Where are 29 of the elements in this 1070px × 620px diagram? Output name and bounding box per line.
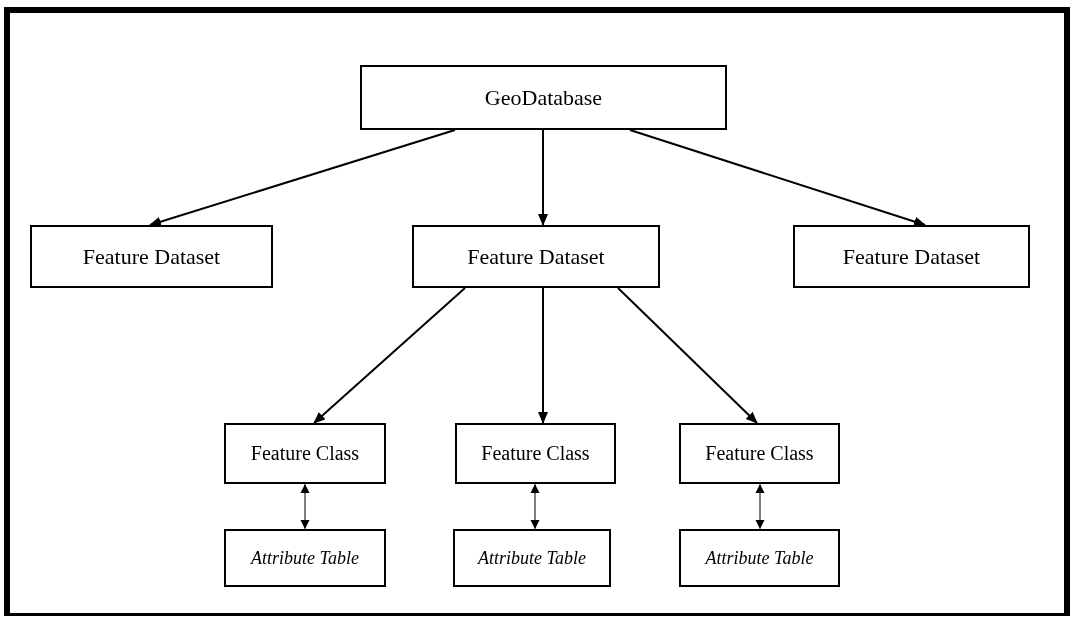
class-box [455, 423, 616, 484]
node-label: Feature Dataset [467, 243, 605, 270]
arrow [617, 287, 758, 424]
table-box [679, 529, 840, 587]
class-box [224, 423, 386, 484]
arrow [313, 287, 466, 424]
root-box [360, 65, 727, 130]
node-label: Attribute Table [251, 547, 359, 569]
dataset-box [412, 225, 660, 288]
arrow [629, 129, 926, 227]
node-label: Feature Class [250, 442, 360, 465]
arrow [538, 287, 548, 424]
dataset-box [30, 225, 273, 288]
node-label: GeoDatabase [484, 84, 603, 111]
class-box [679, 423, 840, 484]
arrow [300, 483, 310, 530]
dataset-box [793, 225, 1030, 288]
node-label: Feature Class [481, 442, 590, 465]
arrow [538, 129, 548, 226]
arrow [755, 483, 765, 530]
arrow [149, 129, 456, 227]
arrow [530, 483, 540, 530]
node-label: Feature Dataset [82, 243, 221, 270]
table-box [224, 529, 386, 587]
node-label: Feature Class [705, 442, 814, 465]
node-label: Attribute Table [478, 547, 586, 569]
table-box [453, 529, 611, 587]
node-label: Attribute Table [705, 547, 814, 569]
node-label: Feature Dataset [842, 243, 981, 270]
